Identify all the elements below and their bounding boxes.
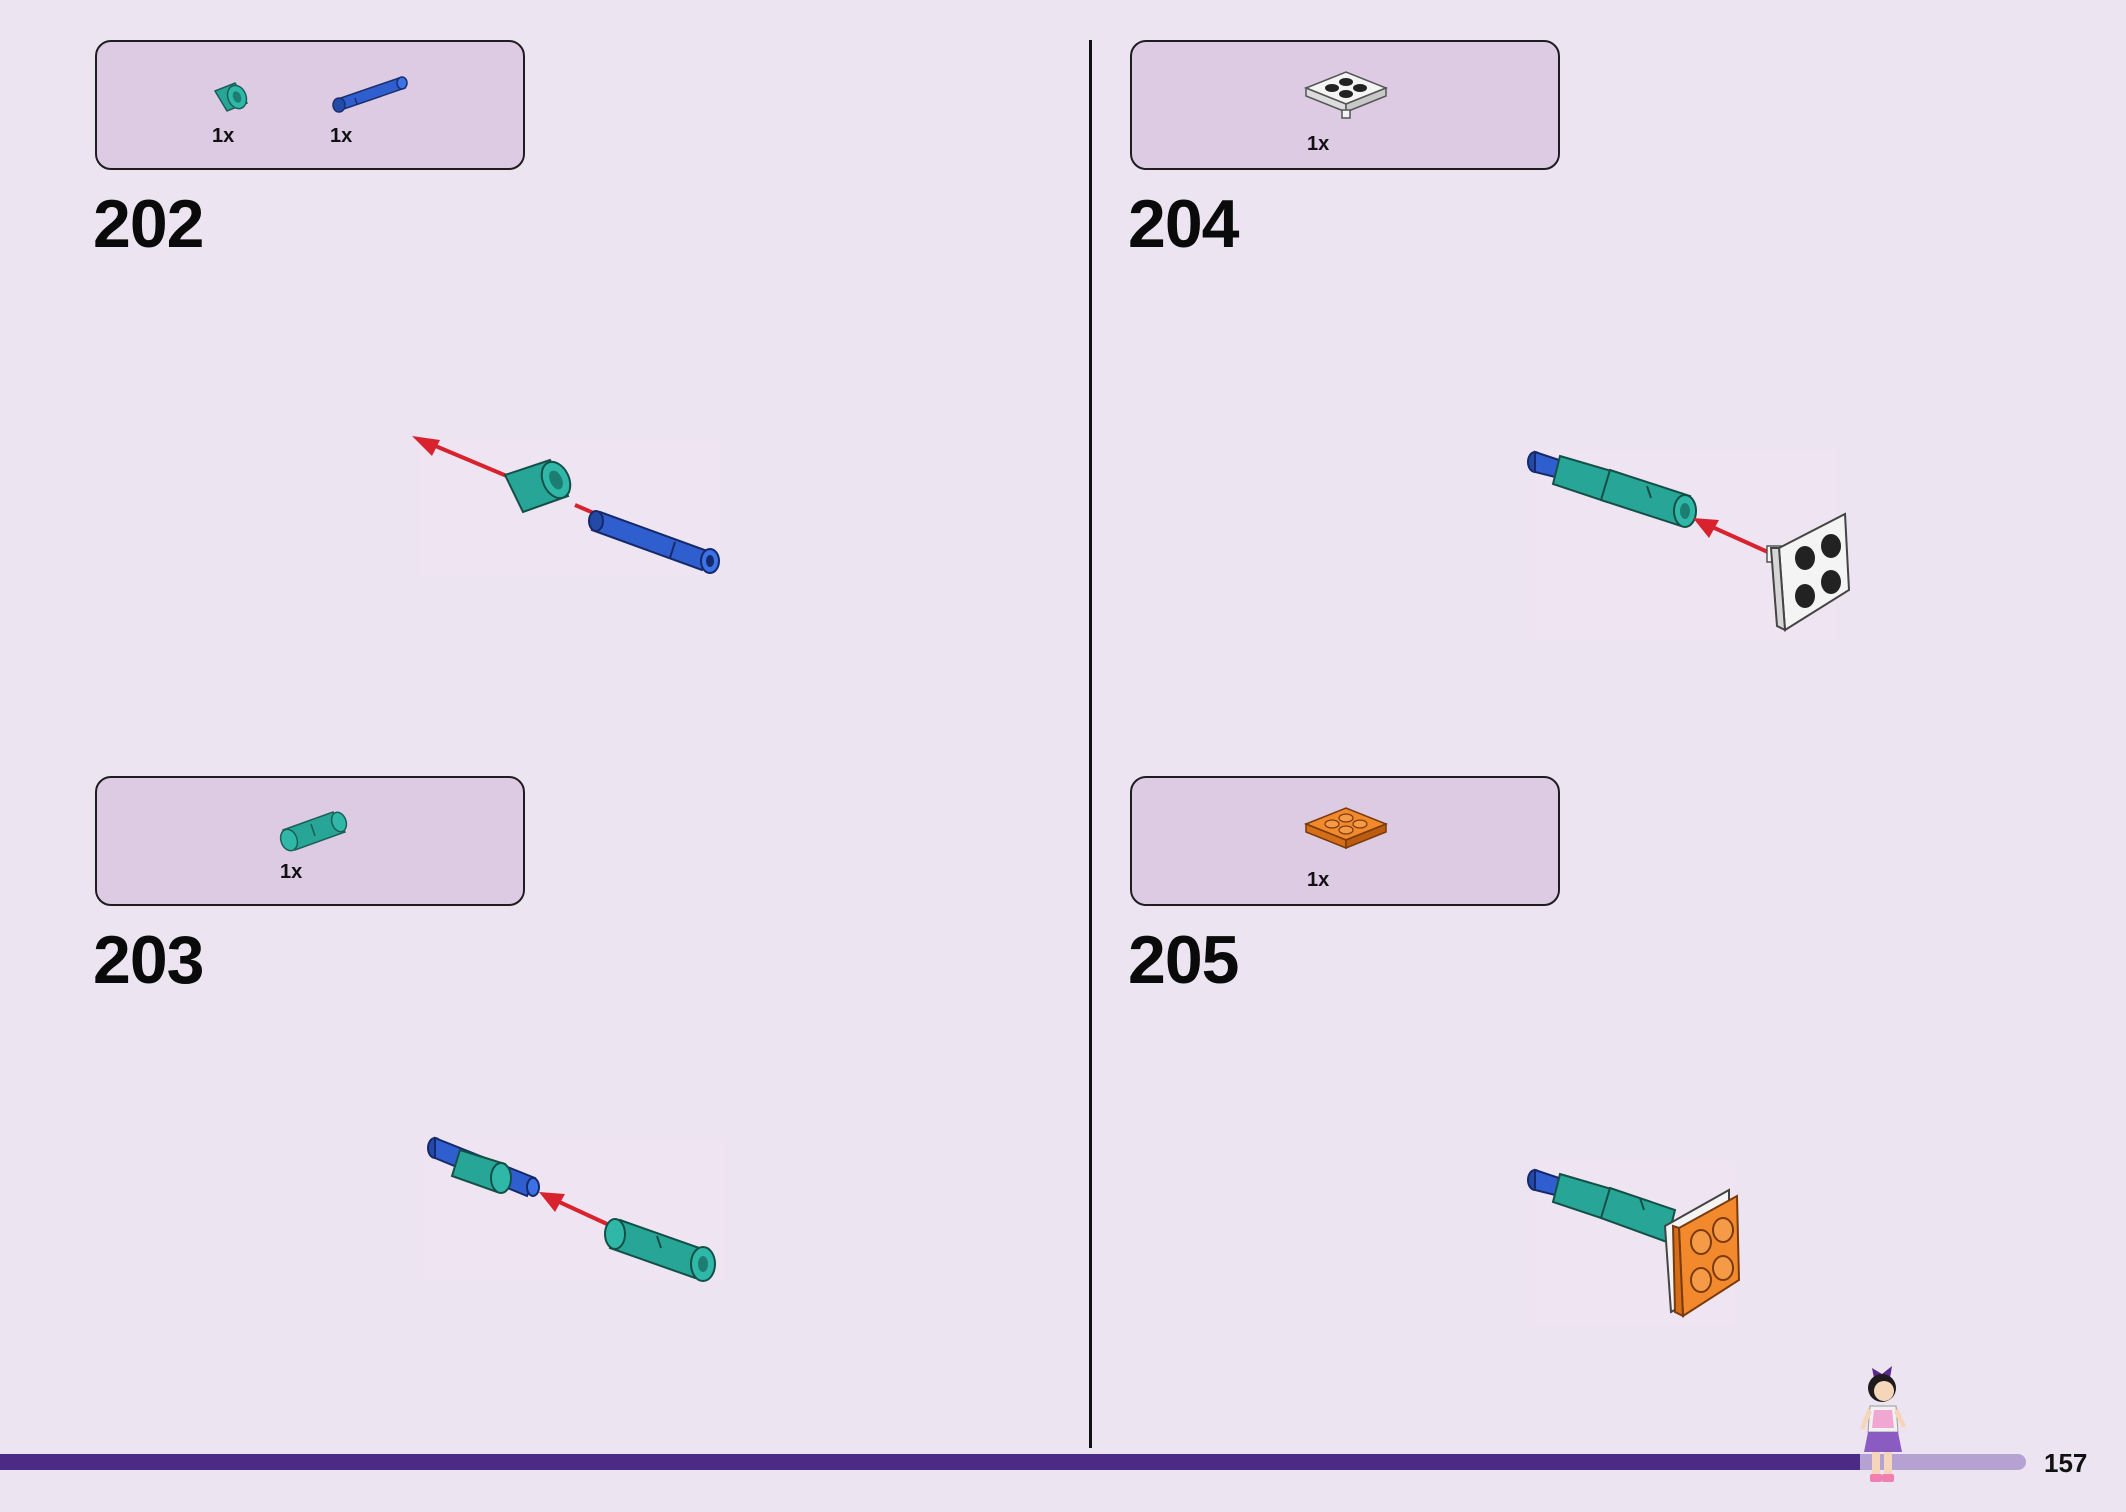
minifigure-icon <box>1860 1366 1906 1482</box>
step-number: 204 <box>1128 186 1239 262</box>
part-quantity: 1x <box>212 125 235 147</box>
part-quantity: 1x <box>1307 869 1330 891</box>
teal-bush-part <box>279 811 348 852</box>
blue-axle-pin-part <box>332 76 408 113</box>
step-number: 202 <box>93 186 204 262</box>
part-quantity: 1x <box>280 861 303 883</box>
page-divider <box>1089 40 1092 1448</box>
part-quantity: 1x <box>1307 133 1330 155</box>
white-plate-part <box>1303 71 1389 119</box>
assembly-illustration-204 <box>1527 450 1851 640</box>
part-quantity: 1x <box>330 125 353 147</box>
parts-callout-204: 1x <box>1130 40 1560 170</box>
footer-bar <box>0 1454 1880 1470</box>
page-number: 157 <box>2044 1448 2088 1478</box>
parts-callout-203: 1x <box>95 776 525 906</box>
arrow-head <box>1693 518 1719 538</box>
orange-plate-part <box>1303 807 1389 850</box>
step-number: 203 <box>93 922 204 998</box>
arrow-head <box>539 1192 565 1212</box>
step-number: 205 <box>1128 922 1239 998</box>
arrow-head <box>412 436 440 456</box>
parts-callout-205: 1x <box>1130 776 1560 906</box>
assembly-illustration-203 <box>423 1136 723 1282</box>
footer-bar-accent <box>1860 1454 2026 1470</box>
teal-bush-part <box>213 82 249 112</box>
parts-callout-202: 1x 1x <box>95 40 525 170</box>
assembly-illustration-202 <box>412 436 720 575</box>
assembly-illustration-205 <box>1527 1160 1741 1325</box>
